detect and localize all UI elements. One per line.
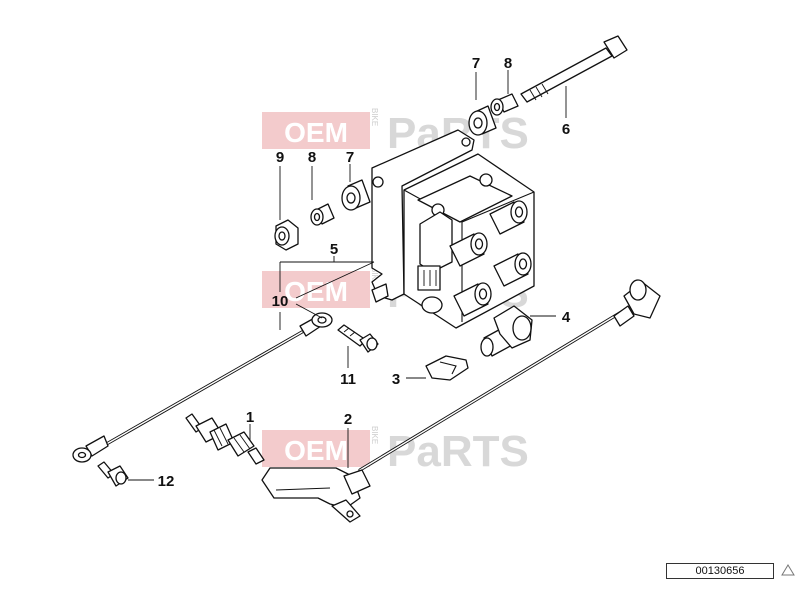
part-8-sleeve-left[interactable] (310, 203, 335, 226)
warning-triangle-icon (781, 564, 795, 576)
part-4-spark-plug-boot[interactable] (480, 305, 533, 357)
part-7-grommet-top[interactable] (468, 105, 497, 136)
watermark-bike-text: BIKE (370, 426, 379, 444)
callout-2: 2 (344, 411, 352, 428)
watermark-bottom: OEM BIKE PaRTS (262, 426, 529, 476)
part-8-sleeve-top[interactable] (490, 93, 519, 116)
callout-8-left: 8 (308, 149, 316, 166)
callout-6: 6 (562, 121, 570, 138)
watermark-top: OEM BIKE PaRTS (262, 108, 529, 158)
callout-7-left: 7 (346, 149, 354, 166)
part-1-spark-plug[interactable] (185, 413, 265, 465)
leader-lines (128, 70, 567, 481)
callout-labels: 7 8 6 9 8 7 5 10 11 3 4 1 2 12 (158, 55, 571, 490)
watermark-oem-text: OEM (284, 435, 348, 466)
callout-3: 3 (392, 371, 400, 388)
part-9-nut[interactable] (274, 219, 299, 251)
watermark-oem-text: OEM (284, 276, 348, 307)
part-12-screw[interactable] (97, 461, 129, 487)
watermark-oem-text: OEM (284, 117, 348, 148)
callout-9: 9 (276, 149, 284, 166)
callout-10: 10 (272, 293, 289, 310)
callout-5: 5 (330, 241, 338, 258)
coil-tower-4[interactable] (453, 282, 492, 317)
coil-tower-3[interactable] (493, 252, 532, 287)
watermark-bike-text: BIKE (370, 267, 379, 285)
coil-tower-1[interactable] (489, 200, 528, 235)
diagram-number-box: 00130656 (666, 563, 774, 579)
callout-12: 12 (158, 473, 175, 490)
callout-7-top: 7 (472, 55, 480, 72)
part-7-grommet-left[interactable] (341, 179, 371, 211)
callout-1: 1 (246, 409, 254, 426)
watermark-bike-text: BIKE (370, 108, 379, 126)
part-10-ground-cable[interactable] (72, 312, 333, 463)
part-3-clip[interactable] (425, 355, 469, 381)
part-6-long-bolt[interactable] (520, 35, 628, 103)
part-11-screw[interactable] (337, 324, 379, 353)
part-2-ignition-lead[interactable] (261, 279, 661, 523)
callout-11: 11 (340, 371, 356, 388)
callout-4: 4 (562, 309, 571, 326)
callout-8-top: 8 (504, 55, 512, 72)
coil-tower-2[interactable] (449, 232, 488, 267)
watermark-parts-text: PaRTS (387, 427, 529, 476)
